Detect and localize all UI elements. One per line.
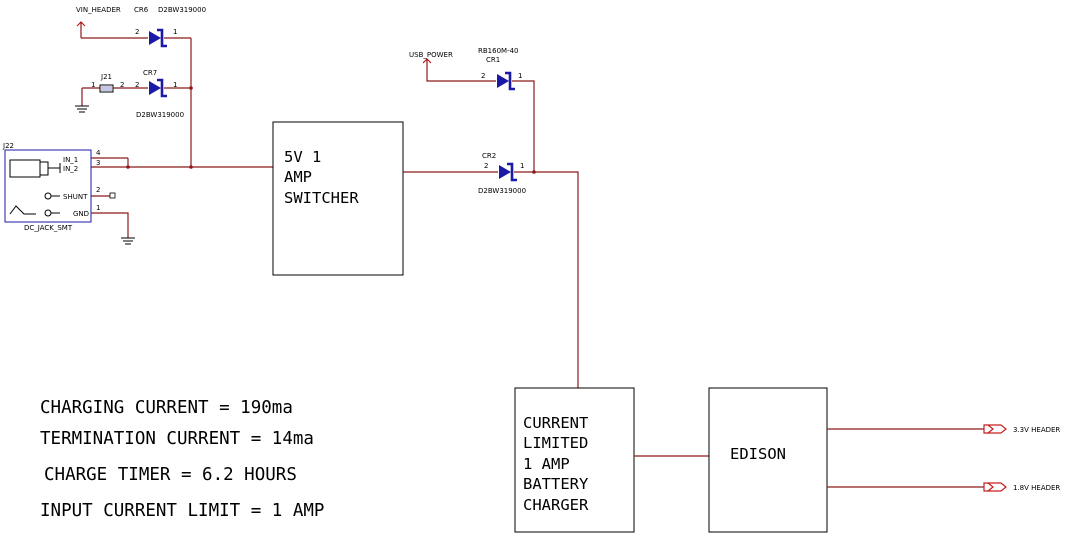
- j22-pin-num-3: 3: [96, 159, 100, 167]
- usb-power-port: USB_POWER: [409, 51, 453, 64]
- shunt-nc-marker: [109, 192, 116, 199]
- switcher-line-2: AMP: [284, 168, 312, 186]
- jumper-j21: J21 1 2: [91, 73, 124, 93]
- edison-label: EDISON: [730, 445, 786, 463]
- switcher-line-3: SWITCHER: [284, 189, 359, 207]
- cr1-pin-a: 2: [481, 72, 485, 80]
- vin-header-label: VIN_HEADER: [76, 6, 121, 14]
- diode-cr7: CR7 D2BW319000 2 1: [135, 69, 184, 119]
- switcher-line-1: 5V 1: [284, 148, 321, 166]
- charger-line-4: BATTERY: [523, 475, 589, 493]
- port-1v8-header: 1.8V HEADER: [983, 482, 1060, 492]
- charger-line-1: CURRENT: [523, 414, 588, 432]
- ground-j21: [75, 88, 89, 113]
- j21-ref: J21: [100, 73, 112, 81]
- note-termination-current: TERMINATION CURRENT = 14ma: [40, 429, 314, 449]
- diode-cr2: CR2 D2BW319000 2 1: [478, 152, 526, 195]
- j22-pin-num-2: 2: [96, 186, 100, 194]
- cr6-pin-k: 1: [173, 28, 177, 36]
- cr6-ref: CR6: [134, 6, 149, 14]
- cr6-value: D2BW319000: [158, 6, 206, 14]
- junction-dot: [532, 170, 536, 174]
- j22-pin-shunt: SHUNT: [63, 193, 88, 201]
- j22-pin-in2: IN_2: [63, 165, 78, 173]
- j22-pin-num-1: 1: [96, 204, 100, 212]
- j22-value: DC_JACK_SMT: [24, 224, 73, 232]
- cr2-value: D2BW319000: [478, 187, 526, 195]
- charger-block: [514, 387, 635, 533]
- dc-jack-j22: J22 DC_JACK_SMT IN_1 IN_2 SHUNT GND 4 3 …: [2, 142, 101, 232]
- j22-ref: J22: [2, 142, 14, 150]
- charger-line-3: 1 AMP: [523, 455, 570, 473]
- cr1-value: RB160M-40: [478, 47, 519, 55]
- cr7-value: D2BW319000: [136, 111, 184, 119]
- wire-to-charger: [514, 171, 579, 388]
- note-input-current-limit: INPUT CURRENT LIMIT = 1 AMP: [40, 501, 324, 521]
- port-3v3-header: 3.3V HEADER: [983, 424, 1060, 434]
- j22-pin-gnd: GND: [73, 210, 89, 218]
- edison-block: [708, 387, 828, 533]
- switcher-block: [272, 121, 404, 276]
- wire-cr1-out: [512, 80, 535, 172]
- cr2-pin-k: 1: [520, 162, 524, 170]
- j22-pin-in1: IN_1: [63, 156, 78, 164]
- cr6-pin-a: 2: [135, 28, 139, 36]
- cr1-ref: CR1: [486, 56, 500, 64]
- j21-pin-1: 1: [91, 81, 95, 89]
- j22-pin-num-4: 4: [96, 149, 101, 157]
- cr7-ref: CR7: [143, 69, 157, 77]
- cr7-pin-a: 2: [135, 81, 139, 89]
- note-charging-current: CHARGING CURRENT = 190ma: [40, 398, 293, 418]
- hdr-3v3-label: 3.3V HEADER: [1013, 426, 1060, 434]
- note-charge-timer: CHARGE TIMER = 6.2 HOURS: [44, 465, 297, 485]
- charger-line-2: LIMITED: [523, 434, 588, 452]
- diode-cr6: CR6 D2BW319000 2 1: [134, 6, 206, 48]
- cr2-pin-a: 2: [484, 162, 488, 170]
- ground-j22: [91, 212, 135, 245]
- junction-dot: [126, 165, 130, 169]
- cr1-pin-k: 1: [518, 72, 522, 80]
- charger-line-5: CHARGER: [523, 496, 589, 514]
- junction-dot: [189, 86, 193, 90]
- hdr-1v8-label: 1.8V HEADER: [1013, 484, 1060, 492]
- usb-power-label: USB_POWER: [409, 51, 453, 59]
- vin-header-port: VIN_HEADER: [76, 6, 121, 38]
- cr2-ref: CR2: [482, 152, 496, 160]
- cr7-pin-k: 1: [173, 81, 177, 89]
- wire-usb: [426, 59, 496, 82]
- j21-pin-2: 2: [120, 81, 124, 89]
- diode-cr1: RB160M-40 CR1 2 1: [478, 47, 522, 91]
